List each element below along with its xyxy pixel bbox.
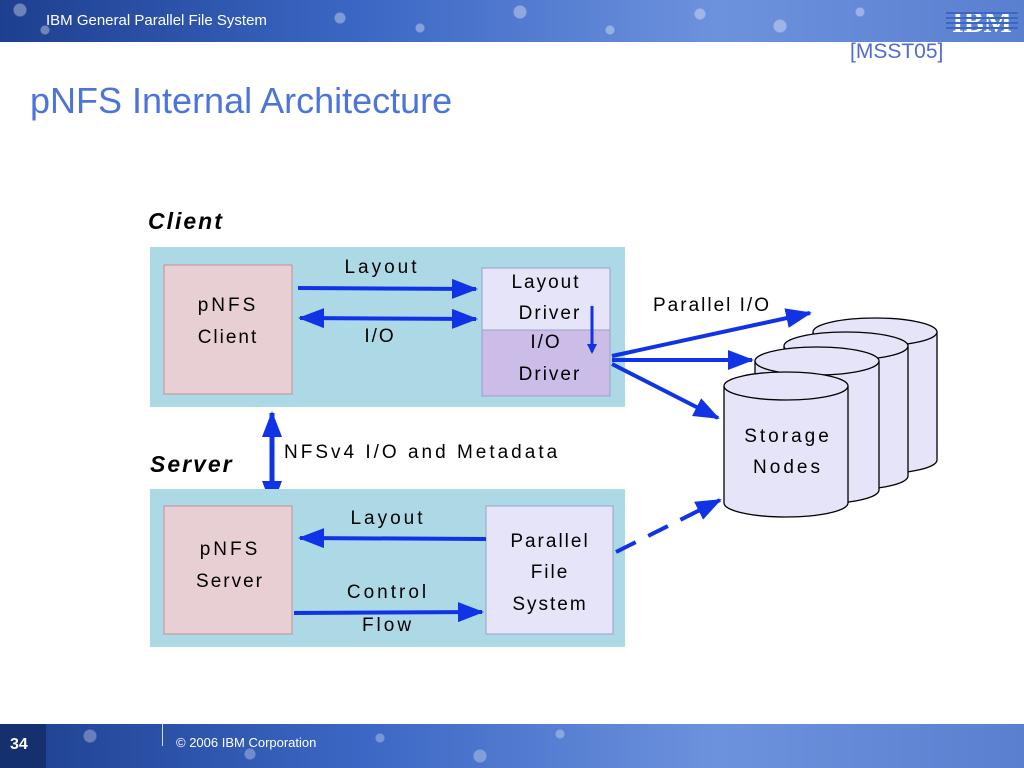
- pfs-label-line1: Parallel: [510, 531, 589, 552]
- server-section-label: Server: [150, 451, 234, 477]
- parallel-io-arrow-1: [611, 308, 812, 358]
- client-layout-label: Layout: [344, 257, 419, 278]
- page-number: 34: [10, 736, 28, 753]
- io-driver-label-line2: Driver: [519, 364, 582, 385]
- io-driver-label-line1: I/O: [530, 332, 561, 353]
- storage-label-line2: Nodes: [753, 457, 823, 478]
- pnfs-client-box: [163, 264, 293, 395]
- pnfs-server-label-line2: Server: [196, 571, 264, 592]
- client-io-label: I/O: [364, 326, 395, 347]
- pfs-to-storage-arrow: [615, 498, 722, 554]
- server-layout-arrow: [298, 528, 487, 549]
- slide-title: pNFS Internal Architecture: [30, 80, 453, 121]
- reference-citation: [MSST05]: [850, 40, 944, 63]
- control-flow-label-line1: Control: [347, 582, 429, 603]
- pfs-label-line2: File: [531, 562, 570, 583]
- server-layout-label: Layout: [350, 508, 425, 529]
- header-decoration: [0, 0, 1024, 42]
- footer-divider: [162, 724, 163, 746]
- client-io-arrow: [298, 308, 478, 329]
- page-number-box: 34: [0, 724, 46, 768]
- parallel-file-system-box: [485, 505, 614, 635]
- layout-driver-label-line1: Layout: [511, 272, 580, 293]
- pnfs-client-label-line2: Client: [198, 327, 259, 348]
- layout-driver-box: [481, 267, 611, 331]
- control-flow-label-line2: Flow: [362, 615, 414, 636]
- storage-label-line1: Storage: [744, 426, 832, 447]
- pnfs-server-label-line1: pNFS: [200, 539, 261, 560]
- client-section-label: Client: [148, 208, 224, 234]
- footer-decoration: [0, 724, 1024, 768]
- ibm-logo: IBM: [946, 6, 1018, 37]
- parallel-io-label: Parallel I/O: [653, 295, 771, 316]
- storage-cylinder-front: [723, 371, 849, 518]
- header-title: IBM General Parallel File System: [46, 12, 267, 29]
- pnfs-client-label-line1: pNFS: [198, 295, 259, 316]
- ibm-logo-text: IBM: [952, 6, 1012, 37]
- pnfs-server-box: [163, 505, 293, 635]
- layout-driver-label-line2: Driver: [519, 303, 582, 324]
- pfs-label-line3: System: [512, 594, 587, 615]
- copyright-text: © 2006 IBM Corporation: [176, 735, 317, 750]
- parallel-io-arrow-3: [611, 362, 720, 420]
- control-flow-arrow: [293, 602, 484, 623]
- io-driver-box: [481, 329, 611, 397]
- nfsv4-label: NFSv4 I/O and Metadata: [284, 442, 560, 463]
- slide-header: IBM General Parallel File System IBM: [0, 0, 1024, 42]
- slide-footer: 34 © 2006 IBM Corporation: [0, 724, 1024, 768]
- client-layout-arrow: [297, 278, 478, 299]
